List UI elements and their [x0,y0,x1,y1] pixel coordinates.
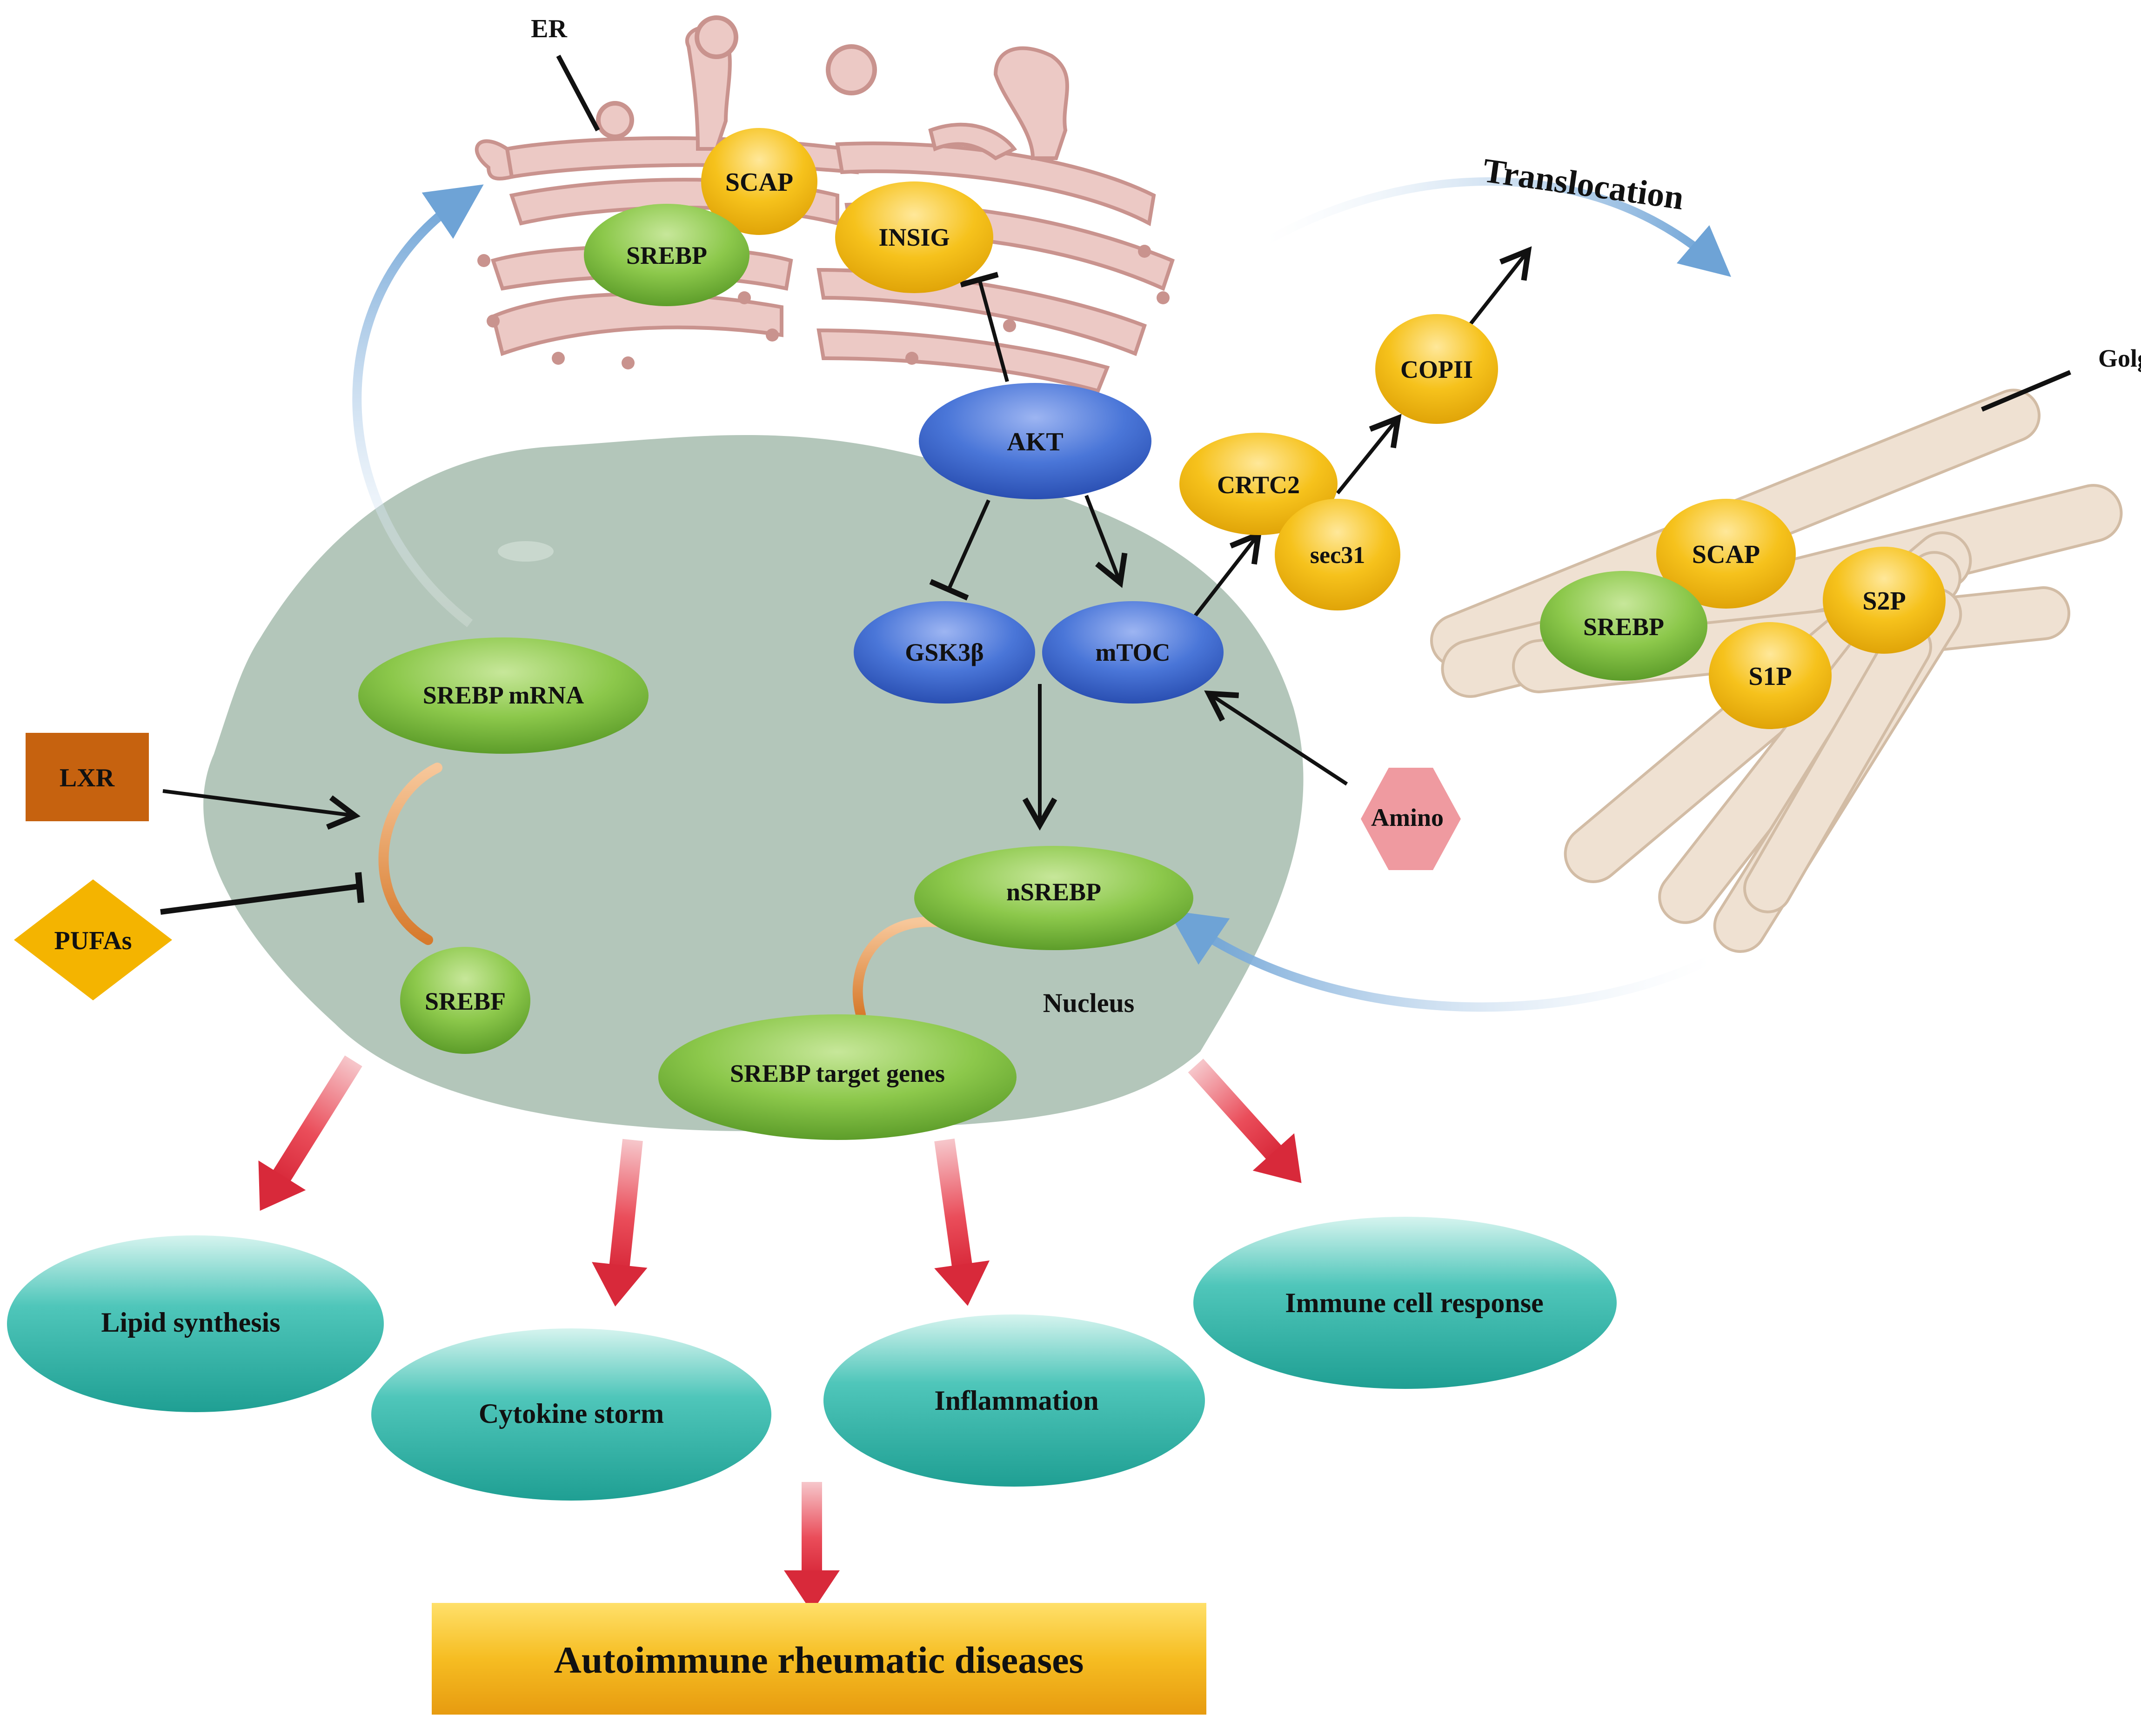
nucleolus-highlight [498,541,554,562]
golgi-label: Golgi [2098,344,2141,372]
svg-text:PUFAs: PUFAs [54,926,132,955]
gsk3b-node: GSK3β [854,601,1035,704]
svg-text:Lipid synthesis: Lipid synthesis [101,1307,280,1338]
svg-text:GSK3β: GSK3β [905,638,984,666]
autoimmune-banner: Autoimmune rheumatic diseases [432,1603,1206,1715]
svg-text:SREBP target genes: SREBP target genes [730,1059,945,1087]
outcome-lipid-synthesis: Lipid synthesis [7,1235,384,1412]
mrna-to-er-arrow [352,184,484,627]
pathway-connectors [160,246,1532,915]
outcome-cytokine-storm: Cytokine storm [371,1328,771,1501]
nucleus-label: Nucleus [1043,988,1135,1018]
svg-text:CRTC2: CRTC2 [1217,471,1300,499]
svg-text:Cytokine storm: Cytokine storm [479,1398,664,1429]
svg-text:sec31: sec31 [1310,542,1365,569]
svg-text:S1P: S1P [1748,662,1792,691]
svg-text:INSIG: INSIG [878,223,950,251]
svg-text:SREBP mRNA: SREBP mRNA [423,681,584,709]
outcome-inflammation: Inflammation [823,1314,1205,1487]
svg-text:Autoimmune rheumatic diseases: Autoimmune rheumatic diseases [554,1639,1084,1681]
svg-text:Amino: Amino [1371,804,1444,831]
endoplasmic-reticulum [475,25,1175,393]
svg-text:Immune cell response: Immune cell response [1285,1287,1544,1318]
akt-node: AKT [919,383,1151,499]
er-vesicles [596,15,877,139]
srebp-er-node: SREBP [584,204,749,306]
er-pointer [556,54,600,132]
svg-text:SREBP: SREBP [626,241,707,269]
scap-golgi-node: SCAP [1656,499,1796,609]
svg-text:mTOC: mTOC [1095,638,1170,666]
pufas-diamond: PUFAs [14,879,172,1000]
s1p-node: S1P [1709,622,1832,729]
svg-text:S2P: S2P [1862,587,1906,616]
srebp-mrna-node: SREBP mRNA [358,637,649,754]
insig-node: INSIG [835,181,993,293]
translocation-label: Translocation [1481,151,1686,217]
amino-hexagon: Amino [1361,768,1461,870]
svg-text:SREBP: SREBP [1583,613,1664,641]
srebp-golgi-node: SREBP [1540,571,1707,681]
svg-text:SREBF: SREBF [425,987,506,1015]
er-ribosomes [477,245,1170,369]
translocation-arrow [1263,177,1732,277]
svg-text:SCAP: SCAP [1692,540,1760,569]
scap-er-node: SCAP [701,128,817,235]
sec31-node: sec31 [1275,499,1400,610]
srebf-to-mrna-curve [378,763,442,945]
golgi-pointer [1981,370,2071,412]
golgi-to-nucleus-arrow [1168,910,1714,1012]
svg-text:AKT: AKT [1007,428,1063,456]
svg-text:Inflammation: Inflammation [934,1385,1098,1416]
srebf-node: SREBF [400,947,530,1054]
s2p-node: S2P [1823,547,1946,654]
mtoc-node: mTOC [1042,601,1224,704]
crtc2-node: CRTC2 [1179,433,1338,535]
copii-node: COPII [1375,314,1498,424]
srebp-target-genes-node: SREBP target genes [658,1014,1017,1140]
svg-text:SCAP: SCAP [725,168,793,197]
outcome-immune-cell-response: Immune cell response [1193,1217,1617,1389]
er-label: ER [531,14,567,43]
svg-text:LXR: LXR [60,764,115,792]
svg-text:nSREBP: nSREBP [1006,878,1101,906]
svg-text:COPII: COPII [1400,355,1473,383]
outcome-arrows [258,1055,1302,1612]
target-to-nsrebp-curve [852,917,954,1019]
lxr-box: LXR [26,733,149,821]
nsrebp-node: nSREBP [914,846,1193,950]
